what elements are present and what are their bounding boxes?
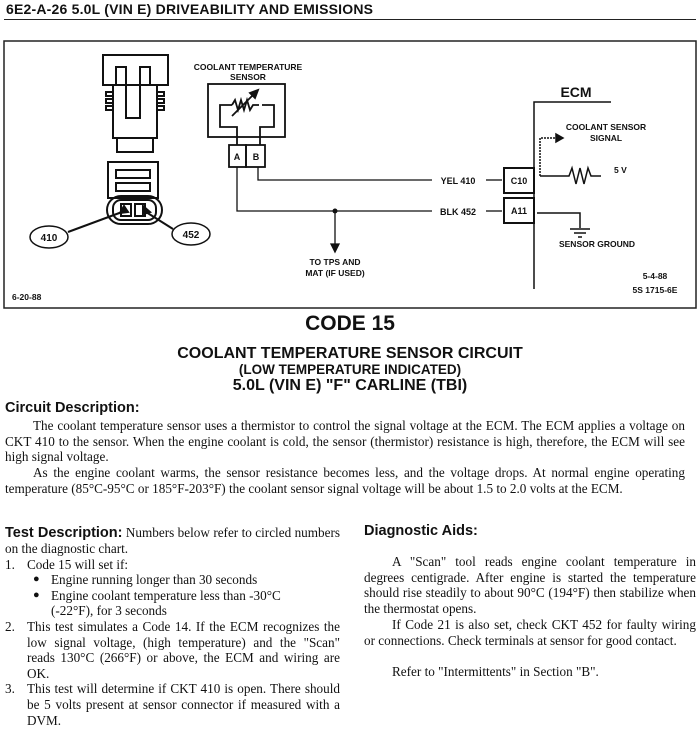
circuit-paragraph-2: As the engine coolant warms, the sensor … [5,465,685,496]
wire-yel-410: YEL 410 [441,176,476,186]
test-bullet-2-cont: (-22°F), for 3 seconds [51,603,167,619]
sensor-label-2: SENSOR [230,72,266,82]
date-right: 5-4-88 [643,271,668,281]
aids-paragraph-3: Refer to "Intermittents" in Section "B". [392,664,599,679]
code-title: CODE 15 [305,312,395,335]
ecm-box [533,101,611,289]
circuit-subtitle: (LOW TEMPERATURE INDICATED) [238,362,462,377]
circle-410 [29,225,69,249]
sensor-ground-label: SENSOR GROUND [559,239,635,249]
engine-subtitle: 5.0L (VIN E) "F" CARLINE (TBI) [232,377,468,394]
sensor-label-1: COOLANT TEMPERATURE [194,62,303,72]
test-item-1: 1.Code 15 will set if: [5,556,129,572]
test-description-heading: Test Description: [5,525,123,541]
figure-id: 5S 1715-6E [633,285,678,295]
test-description: Test Description: Numbers below refer to… [5,525,340,728]
aids-paragraph-2: If Code 21 is also set, check CKT 452 fo… [364,617,696,648]
signal-label-1: COOLANT SENSOR [566,122,646,132]
terminal-a: A [234,152,241,162]
terminal-b: B [253,152,260,162]
circle-452-label: 452 [183,230,200,241]
test-bullet-2: ●Engine coolant temperature less than -3… [33,587,281,603]
diagnostic-aids-heading: Diagnostic Aids: [364,523,478,539]
wire-blk-452: BLK 452 [440,207,476,217]
circle-452 [171,222,211,246]
test-item-3: 3.This test will determine if CKT 410 is… [5,681,340,728]
test-bullet-1: ●Engine running longer than 30 seconds [33,572,258,588]
thermistor-icon [207,83,286,168]
wires [236,167,502,254]
header-rule [4,19,696,20]
test-intro: Numbers below refer to circled numbers o… [5,525,340,556]
tps-label-1: TO TPS AND [309,257,360,267]
test-item-2: 2.This test simulates a Code 14. If the … [5,618,340,681]
ecm-label: ECM [560,84,591,100]
circuit-title: COOLANT TEMPERATURE SENSOR CIRCUIT [177,345,523,362]
date-left: 6-20-88 [12,292,42,302]
page-header: 6E2-A-26 5.0L (VIN E) DRIVEABILITY AND E… [6,1,374,17]
tps-label-2: MAT (IF USED) [305,268,365,278]
pin-c10: C10 [511,176,528,186]
circuit-paragraph-1: The coolant temperature sensor uses a th… [5,418,685,465]
wiring-diagram: 410 452 COOLANT TEMPERATURE SENSOR A B Y… [3,40,697,309]
aids-paragraph-1: A "Scan" tool reads engine coolant tempe… [364,554,696,616]
circle-410-label: 410 [41,233,58,244]
circuit-description-heading: Circuit Description: [5,400,140,416]
signal-label-2: SIGNAL [590,133,622,143]
voltage-label: 5 V [614,165,627,175]
connector-illustration-icon [67,54,174,233]
pin-a11: A11 [511,206,527,216]
